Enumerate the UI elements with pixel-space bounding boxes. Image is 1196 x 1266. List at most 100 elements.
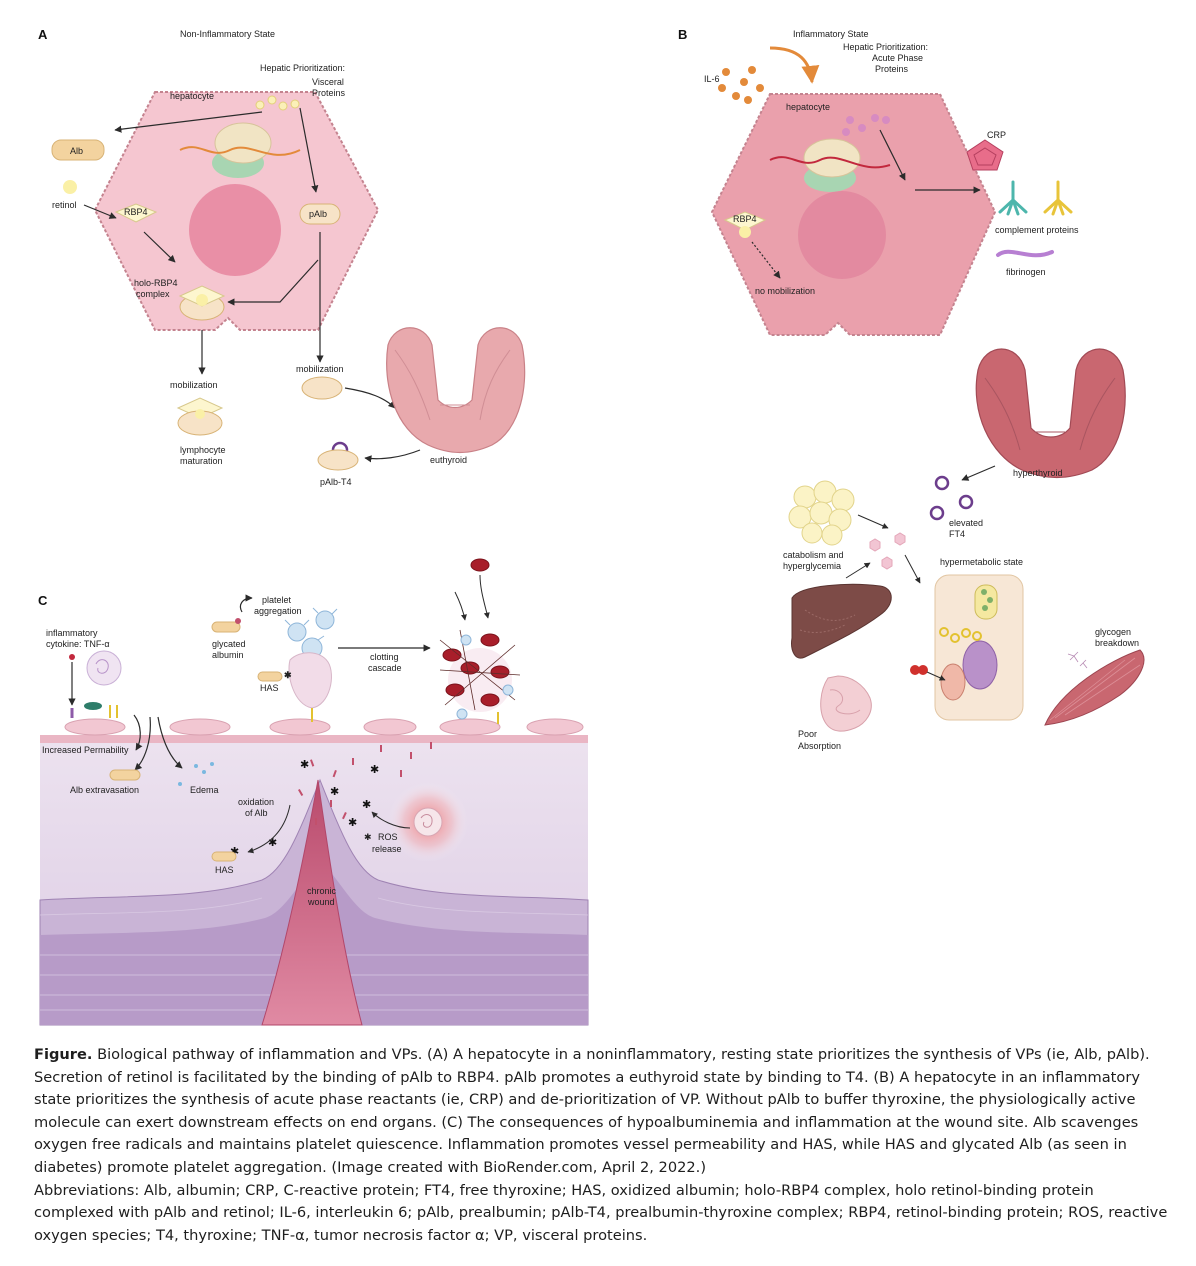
visceral-label-1: Visceral: [312, 77, 344, 87]
glucose-chain: [939, 627, 982, 643]
hepatic-prioritization-a: Hepatic Prioritization:: [260, 63, 345, 73]
fibrinogen-icon: [996, 249, 1054, 258]
glycated-albumin-shape: [211, 621, 241, 633]
svg-text:✱: ✱: [330, 785, 339, 798]
inflammatory-label-1: inflammatory: [46, 628, 98, 638]
edema-label: Edema: [190, 785, 219, 795]
euthyroid-label: euthyroid: [430, 455, 467, 465]
il6-dots: [718, 66, 764, 104]
neutrophil-nucleus: [420, 814, 433, 828]
panel-c-letter: C: [38, 593, 48, 608]
elevated-ft4-label-2: FT4: [949, 529, 965, 539]
panel-a: A Non-Inflammatory State Hepatic Priorit…: [38, 27, 526, 487]
platelet-cell-body: [288, 652, 332, 709]
crp-label: CRP: [987, 130, 1006, 140]
platelet-label-2: aggregation: [254, 606, 302, 616]
hepatocyte-label-a: hepatocyte: [170, 91, 214, 101]
blood-clot: [439, 558, 521, 724]
holo-rbp4-retinol: [196, 294, 208, 306]
ros-star: ✱: [364, 832, 372, 842]
glycogen-vesicle: [974, 584, 998, 620]
caption-paragraph: Figure. Biological pathway of inflammati…: [34, 1044, 1169, 1180]
arrow-palb-thyroid: [344, 387, 396, 409]
acute-phase-label-2: Proteins: [875, 64, 909, 74]
palb-label-a: pAlb: [309, 209, 327, 219]
il6-label: IL-6: [704, 74, 720, 84]
glycogen-label-1: glycogen: [1095, 627, 1131, 637]
alb-shape-a: [51, 139, 105, 161]
nucleus-a: [189, 184, 281, 276]
elevated-ft4-label-1: elevated: [949, 518, 983, 528]
rbp4-shape-a: [114, 203, 158, 223]
clotting-label-2: cascade: [368, 663, 402, 673]
hypermetabolic-label: hypermetabolic state: [940, 557, 1023, 567]
palb-t4-base: [317, 449, 359, 471]
panel-a-letter: A: [38, 27, 48, 42]
arrow-permeability: [133, 714, 143, 751]
receptor-icon: [84, 702, 102, 710]
has-label-top: HAS: [260, 683, 279, 693]
thyroid-hyperthyroid: [975, 348, 1126, 479]
adipose-icon: [788, 480, 855, 546]
svg-text:✱: ✱: [268, 836, 277, 849]
svg-text:✱: ✱: [370, 763, 379, 776]
clotting-label-1: clotting: [370, 652, 399, 662]
panel-c: C chronic wound inflammatory cytokine: T…: [38, 558, 589, 1026]
rbp4-label-a: RBP4: [124, 207, 148, 217]
caption-text: Biological pathway of inflammation and V…: [34, 1046, 1150, 1176]
holo-rbp4-label-2: complex: [136, 289, 170, 299]
arrow-rbc-down: [479, 574, 490, 619]
platelet-label-1: platelet: [262, 595, 292, 605]
svg-text:✱: ✱: [348, 816, 357, 829]
caption-abbreviations: Abbreviations: Alb, albumin; CRP, C-reac…: [34, 1181, 1168, 1244]
acute-phase-dots: [842, 114, 890, 136]
arrow-acute-out: [879, 129, 906, 181]
hyperthyroid-label: hyperthyroid: [1013, 468, 1063, 478]
glycated-dot: [235, 618, 241, 624]
cell-nucleus-b: [962, 640, 998, 690]
chronic-wound-label-1: chronic: [307, 886, 337, 896]
glycogen-breakdown-icon: [1067, 651, 1088, 669]
svg-text:✱: ✱: [362, 798, 371, 811]
poor-absorption-label-1: Poor: [798, 729, 817, 739]
figure-caption: Figure. Biological pathway of inflammati…: [34, 1044, 1169, 1247]
leukocyte-nucleus: [95, 659, 109, 674]
lymphocyte-label-1: lymphocyte: [180, 445, 226, 455]
activated-platelets: [287, 610, 335, 659]
palb-shape-a: [299, 203, 341, 225]
mrna-b: [769, 156, 891, 169]
arrow-liver: [845, 562, 871, 579]
il6-arrow: [769, 46, 820, 84]
palb-t4-label: pAlb-T4: [320, 477, 352, 487]
ft4-ring-2: [958, 494, 974, 510]
ros-label-1: ROS: [378, 832, 398, 842]
ft4-ring-3: [929, 505, 945, 521]
ros-stars: ✱✱✱ ✱✱✱✱: [230, 758, 379, 858]
junction-gap: [109, 705, 118, 718]
panel-b-title: Inflammatory State: [793, 29, 869, 39]
nucleus-b: [798, 191, 886, 279]
muscle-icon: [1044, 649, 1145, 726]
holo-rbp4-label-1: holo-RBP4: [134, 278, 178, 288]
caption-title: Figure.: [34, 1046, 93, 1063]
leukocyte-icon: [86, 650, 122, 686]
retinol-icon: [63, 180, 77, 194]
arrow-edema: [157, 716, 183, 769]
oxidation-label-2: of Alb: [245, 808, 268, 818]
endothelial-cells: [64, 718, 584, 736]
arrow-oxidation: [247, 804, 291, 854]
panel-b-letter: B: [678, 27, 687, 42]
alb-extravasated: [109, 769, 141, 781]
mobilization-left: mobilization: [170, 380, 218, 390]
mobilization-right: mobilization: [296, 364, 344, 374]
arrow-retinol: [83, 204, 117, 219]
glycogen-beads: [981, 589, 993, 611]
tnf-dot: [69, 654, 75, 660]
crp-inner-icon: [973, 147, 997, 166]
hepatic-prioritization-b: Hepatic Prioritization:: [843, 42, 928, 52]
rbp4-retinol-b: [739, 226, 751, 238]
liver-vessels: [799, 609, 856, 633]
glycated-label-1: glycated: [212, 639, 246, 649]
rbp4-shape-b: [723, 211, 767, 231]
oxidation-label-1: oxidation: [238, 797, 274, 807]
